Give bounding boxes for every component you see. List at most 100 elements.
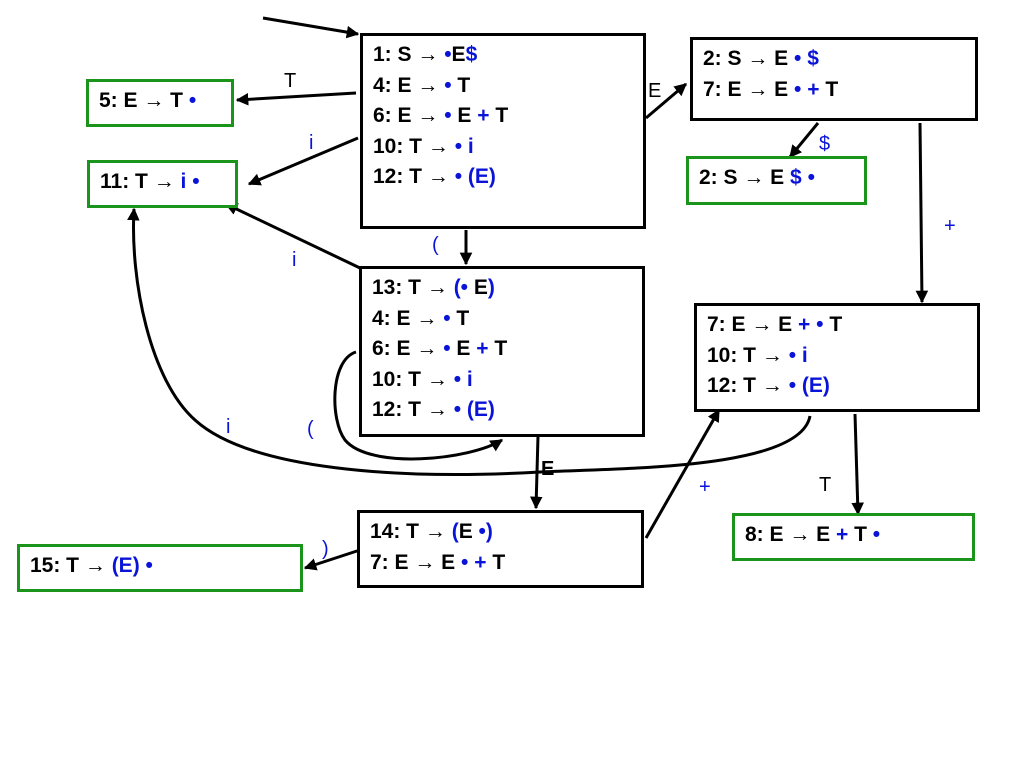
item-token-highlight: • — [192, 170, 200, 193]
item-token: T — [823, 313, 843, 336]
state-15: 15: T → (E) • — [17, 544, 303, 592]
item-token: 11: T → — [100, 170, 181, 193]
item-token: T — [451, 73, 471, 97]
state-11: 11: T → i • — [87, 160, 238, 208]
item-token: T — [819, 77, 839, 101]
lr-item: 15: T → (E) • — [30, 551, 290, 582]
item-token: 13: T → — [372, 276, 454, 299]
item-token-highlight: • — [872, 523, 881, 546]
item-token-highlight: i — [466, 367, 473, 391]
item-token-highlight: • — [788, 343, 797, 367]
item-token-highlight: • — [443, 337, 451, 360]
item-token-highlight: • — [444, 73, 452, 97]
lr-item: 12: T → • (E) — [373, 162, 633, 193]
item-token-highlight: • — [816, 313, 824, 336]
item-token-highlight: (E) — [111, 554, 140, 577]
lr-item: 5: E → T • — [99, 86, 221, 117]
item-token-highlight: + — [798, 313, 811, 336]
edge-s1-s2 — [645, 82, 687, 120]
item-token-highlight: i — [801, 343, 808, 367]
item-token: 6: E → — [373, 104, 445, 127]
item-token: E — [450, 337, 477, 360]
item-token: E — [451, 43, 466, 66]
item-token: E — [458, 520, 479, 543]
state-8: 8: E → E + T • — [732, 513, 975, 561]
edge-label-s14-s7: + — [699, 476, 711, 498]
item-token-highlight: i — [180, 170, 187, 193]
edge-label-s2-s7: + — [944, 215, 956, 237]
item-token-highlight: + — [476, 337, 489, 360]
item-token: 7: E → E — [703, 77, 795, 101]
lr-item: 6: E → • E + T — [372, 334, 632, 365]
lr-item: 4: E → • T — [372, 304, 632, 335]
lr-item: 14: T → (E •) — [370, 517, 631, 548]
edge-s13-s11 — [224, 202, 361, 270]
item-token: 7: E → E — [370, 550, 462, 574]
edge-label-s14-s15: ) — [322, 538, 329, 560]
lr-item: 6: E → • E + T — [373, 101, 633, 132]
edge-s13-s14 — [530, 435, 543, 510]
edge-s7-s11 — [127, 207, 812, 476]
item-token-highlight: $ — [465, 43, 478, 66]
item-token-highlight: $ — [790, 166, 802, 189]
edge-s14-s15 — [303, 548, 361, 571]
lr-item: 7: E → E • + T — [370, 548, 631, 579]
item-token: E — [468, 276, 488, 299]
item-token-highlight: i — [467, 134, 474, 158]
item-token-highlight: • — [454, 165, 463, 188]
item-token-highlight: • — [794, 47, 802, 70]
state-14: 14: T → (E •)7: E → E • + T — [357, 510, 644, 588]
edge-label-s2-s2acc: $ — [819, 133, 831, 155]
item-token: 5: E → T — [99, 89, 189, 112]
edge-label-s1-s11: i — [309, 132, 314, 154]
item-token: T — [450, 306, 470, 330]
edge-s2-s7 — [915, 122, 929, 304]
item-token-highlight: (• — [453, 276, 469, 299]
item-token-highlight: ( — [451, 520, 459, 543]
item-token: T — [489, 104, 509, 127]
lr-item: 10: T → • i — [373, 132, 633, 163]
edge-s1-s11 — [247, 136, 359, 186]
lr-item: 2: S → E $ • — [699, 163, 854, 194]
item-token: 7: E → E — [707, 313, 799, 336]
item-token: 12: T → — [707, 374, 789, 397]
item-token-highlight: • — [453, 398, 462, 421]
item-token: 12: T → — [372, 398, 454, 421]
item-token-highlight: (E) — [801, 374, 830, 397]
item-token-highlight: + — [807, 77, 820, 101]
item-token-highlight: • — [444, 43, 452, 66]
item-token-highlight: • — [444, 104, 452, 127]
edge-label-s7-s11: i — [226, 416, 231, 438]
lr-item: 13: T → (• E) — [372, 273, 632, 304]
edge-s1-s5 — [235, 91, 357, 106]
item-token-highlight: • — [188, 89, 197, 112]
edge-s2-s2acc — [788, 122, 820, 158]
edge-label-s1-s13: ( — [432, 234, 439, 256]
item-token: 14: T → — [370, 520, 452, 543]
lr-item: 10: T → • i — [707, 341, 967, 372]
item-token-highlight: • — [443, 306, 451, 330]
lr-item: 2: S → E • $ — [703, 44, 965, 75]
item-token-highlight: • — [454, 134, 463, 158]
item-token-highlight: • — [807, 166, 815, 189]
lr-item: 10: T → • i — [372, 365, 632, 396]
item-token: T — [486, 550, 506, 574]
item-token: T — [848, 523, 873, 546]
item-token-highlight: + — [474, 550, 487, 574]
edge-label-s13-s11: i — [292, 249, 297, 271]
edge-label-s7-s8: T — [819, 474, 832, 496]
edge-label-s13-self: ( — [307, 418, 314, 440]
item-token-highlight: • — [453, 367, 462, 391]
item-token: 12: T → — [373, 165, 455, 188]
item-token-highlight: • — [794, 77, 802, 101]
item-token-highlight: (E) — [466, 398, 495, 421]
item-token: 6: E → — [372, 337, 444, 360]
item-token: 10: T → — [707, 343, 789, 367]
item-token: 1: S → — [373, 43, 445, 66]
item-token: T — [488, 337, 508, 360]
lr-item: 1: S → •E$ — [373, 40, 633, 71]
lr-item: 7: E → E + • T — [707, 310, 967, 341]
